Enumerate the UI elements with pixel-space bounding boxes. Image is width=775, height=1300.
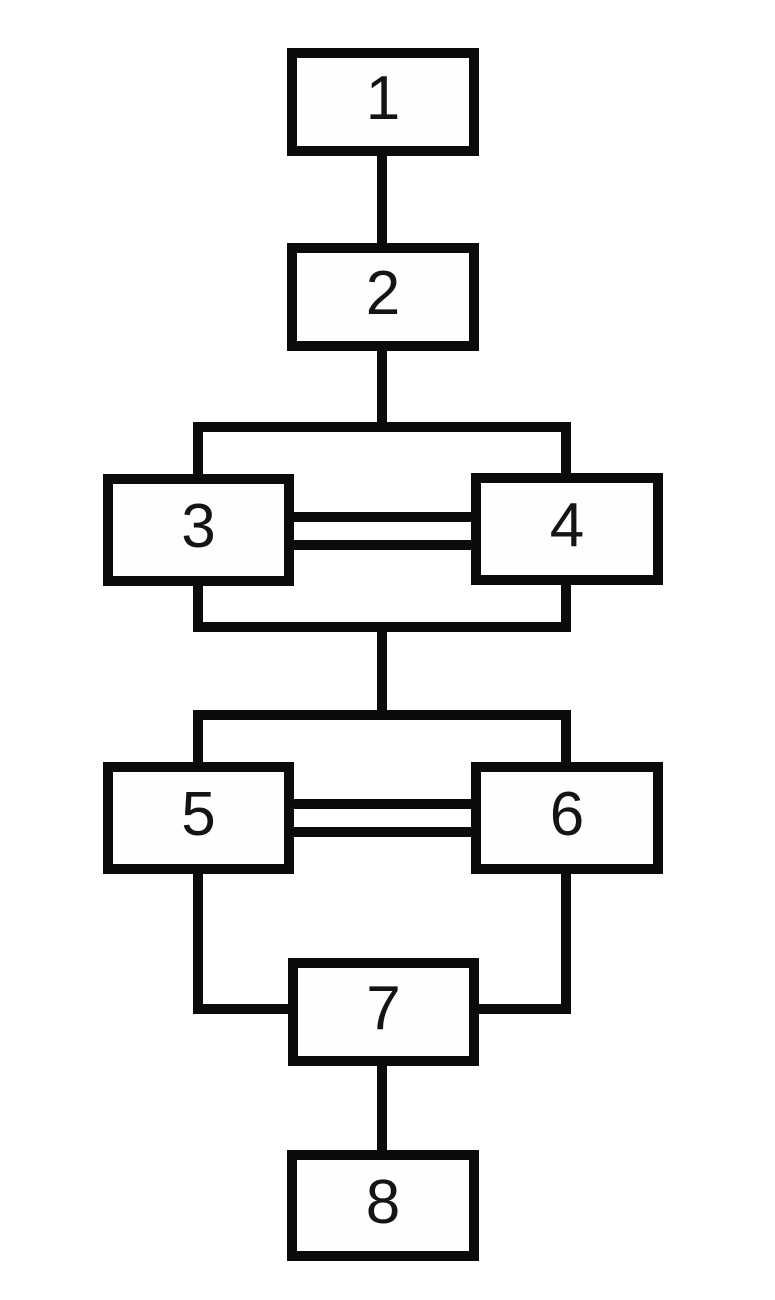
edge-34-to-56-stem — [377, 627, 387, 717]
node-box-4: 4 — [471, 473, 663, 585]
node-label-1: 1 — [365, 64, 401, 133]
edge-6-to-7-vertical — [561, 868, 571, 1014]
node-box-2: 2 — [287, 243, 479, 351]
double-link-5-6-upper — [288, 799, 476, 809]
double-link-3-4-upper — [288, 512, 476, 522]
edge-2-branch-stem — [377, 345, 387, 430]
node-box-6: 6 — [471, 762, 663, 874]
branch-drop-to-3 — [193, 422, 203, 480]
node-label-6: 6 — [549, 780, 585, 849]
node-label-4: 4 — [549, 491, 585, 560]
node-box-1: 1 — [287, 48, 479, 156]
double-link-5-6-lower — [288, 827, 476, 837]
double-link-3-4-lower — [288, 540, 476, 550]
node-label-8: 8 — [365, 1167, 401, 1237]
node-box-7: 7 — [288, 958, 479, 1066]
merge-riser-from-4 — [561, 580, 571, 632]
node-box-3: 3 — [103, 474, 294, 586]
node-box-8: 8 — [287, 1150, 479, 1261]
node-box-5: 5 — [103, 762, 294, 874]
branch-bus-top-3-4 — [193, 422, 571, 432]
node-label-2: 2 — [365, 259, 401, 328]
edge-1-2-line — [377, 150, 387, 250]
node-label-5: 5 — [181, 780, 216, 849]
node-label-3: 3 — [181, 492, 216, 561]
branch-bus-top-5-6 — [193, 710, 571, 720]
edge-6-to-7-horizontal — [471, 1004, 571, 1014]
edge-5-to-7-horizontal — [193, 1004, 293, 1014]
merge-riser-from-3 — [193, 580, 203, 632]
branch-drop-to-5 — [193, 710, 203, 768]
branch-drop-to-6 — [561, 710, 571, 768]
node-label-7: 7 — [366, 974, 401, 1043]
edge-5-to-7-vertical — [193, 868, 203, 1014]
branch-drop-to-4 — [561, 422, 571, 480]
edge-7-8-line — [377, 1060, 387, 1155]
